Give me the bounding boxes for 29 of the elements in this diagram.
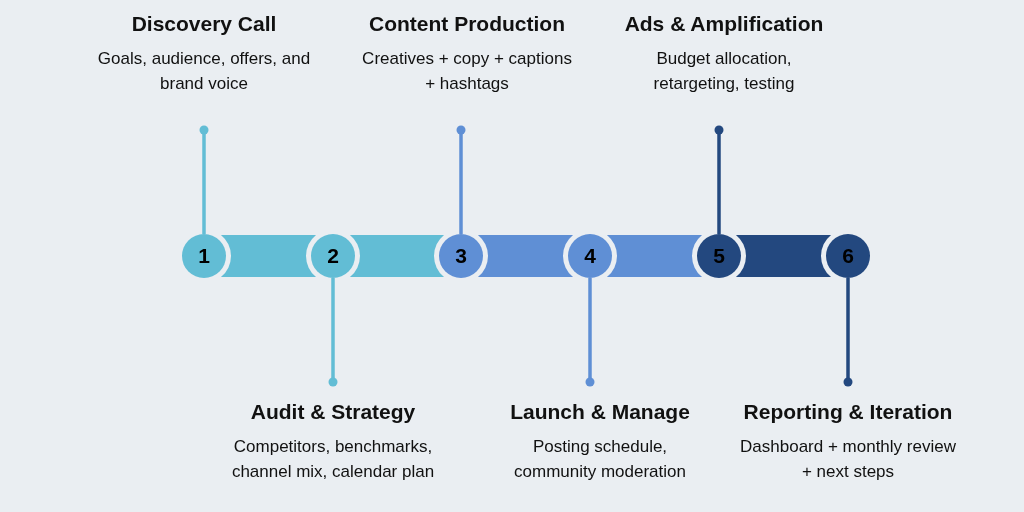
connector-line: [456, 125, 466, 234]
step-number-circle: 6: [826, 234, 870, 278]
step-number-circle: 4: [568, 234, 612, 278]
connector-line: [843, 278, 853, 387]
step-description: Competitors, benchmarks, channel mix, calendar plan: [230, 436, 436, 483]
connector-line: [585, 278, 595, 387]
connector-line: [328, 278, 338, 387]
step-title: Discovery Call: [131, 12, 277, 36]
step-description: Goals, audience, offers, and brand voice: [96, 48, 312, 95]
step-description: Posting schedule, community moderation: [513, 436, 687, 483]
step-number-circle: 1: [182, 234, 226, 278]
step-title: Ads & Amplification: [624, 12, 824, 36]
step-description: Creatives + copy + captions + hashtags: [361, 48, 573, 95]
step-description: Budget allocation, retargeting, testing: [652, 48, 796, 95]
timeline-bar-segment: [477, 235, 574, 277]
timeline-bar-segment: [220, 235, 317, 277]
step-title: Reporting & Iteration: [743, 400, 953, 424]
connector-line: [714, 125, 724, 234]
timeline-bar-segment: [606, 235, 703, 277]
timeline-bar-segment: [735, 235, 832, 277]
step-number-circle: 3: [439, 234, 483, 278]
step-title: Audit & Strategy: [250, 400, 416, 424]
step-number-circle: 5: [697, 234, 741, 278]
step-number-circle: 2: [311, 234, 355, 278]
step-title: Launch & Manage: [510, 400, 690, 424]
step-description: Dashboard + monthly review + next steps: [739, 436, 957, 483]
step-title: Content Production: [369, 12, 565, 36]
timeline-bar-segment: [349, 235, 445, 277]
connector-line: [199, 125, 209, 234]
